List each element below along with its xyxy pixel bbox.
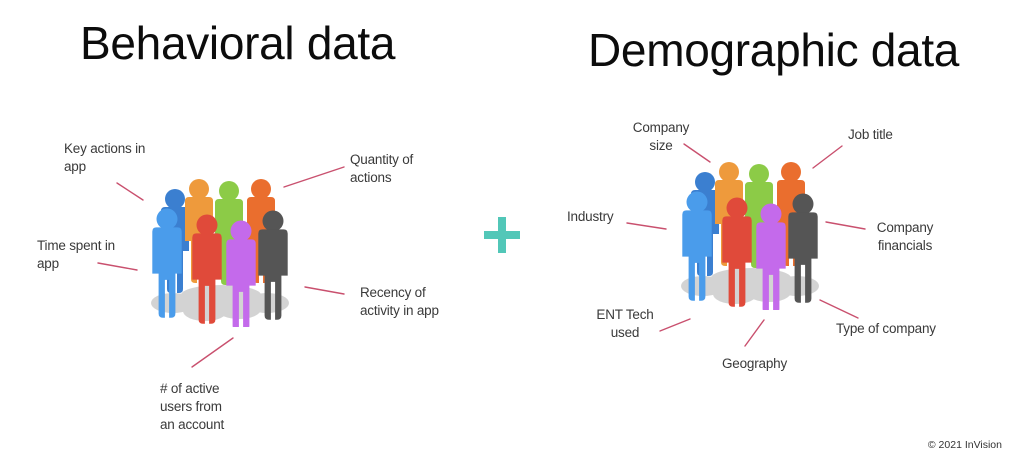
demographic-data-title: Demographic data [588, 24, 960, 76]
connector-quantity [283, 166, 345, 188]
connector-key-actions [116, 182, 144, 201]
label-recency: Recency of activity in app [360, 285, 439, 318]
label-ent-tech: ENT Tech used [596, 307, 654, 340]
label-geography: Geography [722, 356, 787, 371]
behavioral-data-title: Behavioral data [80, 17, 396, 69]
copyright-notice: © 2021 InVision [927, 439, 1002, 451]
label-time-spent: Time spent in app [37, 238, 115, 271]
connector-industry [626, 222, 667, 230]
connector-time-spent [97, 262, 138, 271]
label-company-size: Company size [632, 120, 690, 153]
connector-active-users [191, 337, 234, 368]
label-quantity-of-actions: Quantity of actions [350, 152, 414, 185]
label-type-of-company: Type of company [836, 321, 936, 336]
plus-icon [484, 217, 520, 253]
connector-ent-tech [659, 318, 691, 332]
crowd-icon [151, 179, 289, 327]
connector-geography [744, 319, 765, 347]
connector-recency [304, 286, 345, 295]
connector-type-of-company [819, 299, 859, 319]
label-key-actions: Key actions in app [64, 141, 146, 174]
plus-bar-vertical [498, 217, 506, 253]
crowd-icon [681, 162, 819, 310]
connector-company-size [683, 143, 711, 163]
label-industry: Industry [567, 209, 614, 224]
connector-job-title [812, 145, 843, 169]
label-company-financials: Company financials [876, 220, 934, 253]
label-job-title: Job title [848, 127, 893, 142]
label-active-users: # of active users from an account [160, 381, 225, 432]
connector-company-financials [825, 221, 866, 230]
